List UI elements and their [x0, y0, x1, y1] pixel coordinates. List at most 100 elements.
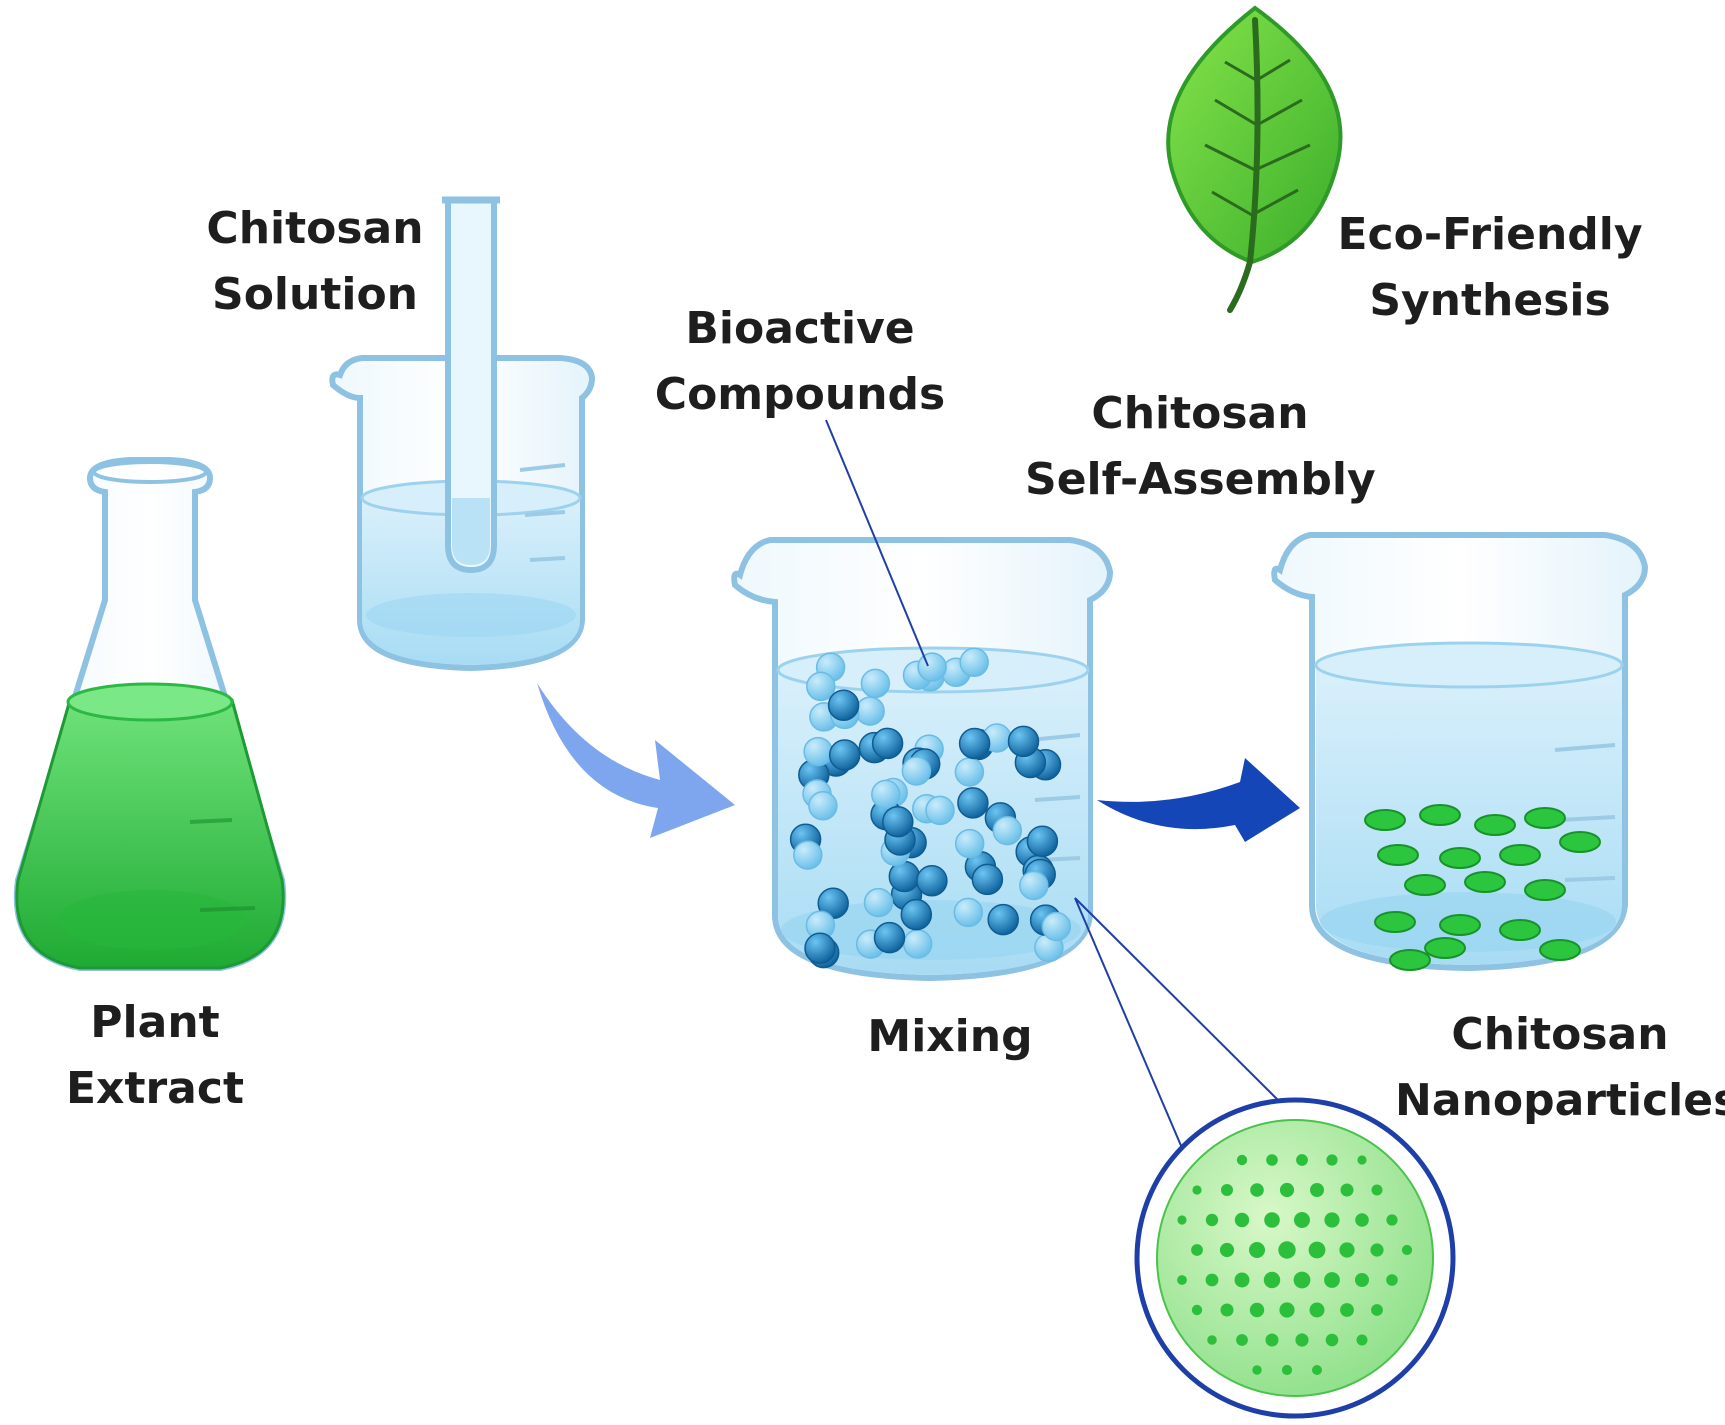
label-eco-friendly-synthesis: Eco-Friendly Synthesis: [1337, 209, 1643, 326]
sphere-surface-dot: [1221, 1184, 1233, 1196]
sphere-surface-dot: [1236, 1154, 1248, 1166]
compound-particle: [957, 787, 989, 819]
label-bioactive-compounds: Bioactive Compounds: [654, 303, 946, 420]
sphere-surface-dot: [1249, 1242, 1265, 1258]
label-chitosan-nanoparticles: Chitosan Nanoparticles: [1395, 1009, 1725, 1126]
nanoparticle-dot: [1559, 831, 1601, 853]
zoom-line: [1074, 897, 1186, 1156]
compound-particle: [958, 727, 991, 760]
sphere-surface-dot: [1236, 1334, 1248, 1346]
nanoparticle-dot: [1439, 914, 1481, 936]
sphere-surface-dot: [1386, 1274, 1398, 1286]
compound-particle: [900, 898, 933, 931]
compound-particle: [860, 668, 891, 699]
nanoparticle-dot: [1374, 911, 1416, 933]
sphere-surface-dot: [1234, 1212, 1250, 1228]
sphere-surface-dot: [1293, 1271, 1311, 1289]
sphere-surface-dot: [1205, 1273, 1219, 1287]
compound-particle: [901, 756, 932, 786]
nanoparticle-dot: [1464, 871, 1506, 893]
label-plant-extract: Plant Extract: [66, 997, 244, 1114]
sphere-surface-dot: [1266, 1154, 1278, 1166]
sphere-surface-dot: [1279, 1182, 1295, 1198]
compound-particle: [873, 921, 906, 954]
compound-particle: [1041, 911, 1072, 942]
sphere-surface-dot: [1249, 1302, 1265, 1318]
compound-particle: [925, 795, 955, 826]
zoom-line: [1074, 897, 1291, 1113]
sphere-surface-dot: [1326, 1154, 1338, 1166]
sphere-surface-dot: [1357, 1155, 1367, 1165]
nanoparticle-dot: [1389, 949, 1431, 971]
sphere-surface-dot: [1177, 1215, 1187, 1225]
nanoparticle-dot: [1419, 804, 1461, 826]
sphere-surface-dot: [1308, 1241, 1326, 1259]
sphere-surface-dot: [1324, 1272, 1340, 1288]
sphere-surface-dot: [1234, 1272, 1250, 1288]
sphere-surface-dot: [1312, 1365, 1322, 1375]
nanoparticle-dot: [1539, 939, 1581, 961]
nanoparticle-dot: [1499, 844, 1541, 866]
sphere-surface-dot: [1278, 1241, 1296, 1259]
flask-icon: [13, 457, 287, 971]
sphere-surface-dot: [1310, 1183, 1324, 1197]
sphere-surface-dot: [1309, 1302, 1325, 1318]
sphere-surface-dot: [1207, 1335, 1217, 1345]
nanoparticle-dot: [1439, 847, 1481, 869]
compound-particle: [971, 863, 1004, 896]
sphere-surface-dot: [1191, 1244, 1203, 1256]
sphere-surface-dot: [1401, 1244, 1413, 1256]
compound-particle: [803, 736, 833, 767]
nanoparticle-dot: [1499, 919, 1541, 941]
compound-particle: [827, 689, 860, 721]
nanoparticle-dot: [1524, 879, 1566, 901]
compound-particle: [954, 757, 985, 787]
sphere-surface-dot: [1355, 1273, 1369, 1287]
sphere-surface-dot: [1355, 1213, 1369, 1227]
sphere-surface-dot: [1324, 1212, 1340, 1228]
sphere-surface-dot: [1192, 1185, 1202, 1195]
arrow-icon: [1097, 758, 1300, 842]
sphere-surface-dot: [1250, 1183, 1264, 1197]
sphere-surface-dot: [1371, 1184, 1383, 1196]
sphere-surface-dot: [1296, 1154, 1308, 1166]
sphere-surface-dot: [1294, 1212, 1310, 1228]
nanoparticle-dot: [1377, 844, 1419, 866]
sphere-surface-dot: [1265, 1333, 1279, 1347]
chitosan-nanoparticle-dots: [1364, 804, 1601, 971]
label-mixing: Mixing: [867, 1011, 1033, 1062]
nanoparticle-dot: [1474, 814, 1516, 836]
compound-particle: [917, 652, 947, 682]
sphere-surface-dot: [1356, 1334, 1368, 1346]
sphere-surface-dot: [1263, 1271, 1281, 1289]
compound-particle: [871, 727, 904, 760]
compound-particle: [804, 932, 836, 964]
compound-particle: [987, 903, 1019, 936]
compound-particle: [808, 791, 838, 821]
sphere-surface-dot: [1279, 1302, 1295, 1318]
sphere-surface-dot: [1281, 1364, 1293, 1376]
label-chitosan-solution: Chitosan Solution: [206, 203, 424, 320]
label-chitosan-self-assembly: Chitosan Self-Assembly: [1025, 388, 1376, 505]
nanoparticle-dot: [1404, 874, 1446, 896]
sphere-surface-dot: [1219, 1242, 1235, 1258]
sphere-surface-dot: [1339, 1242, 1355, 1258]
nanoparticle-sphere-icon: [1134, 1097, 1456, 1419]
compound-particle: [959, 647, 989, 678]
sphere-surface-dot: [1386, 1214, 1398, 1226]
sphere-surface-dot: [1370, 1243, 1384, 1257]
sphere-surface-dot: [1295, 1333, 1309, 1347]
nanoparticle-dot: [1424, 937, 1466, 959]
compound-particle: [902, 929, 933, 959]
sphere-surface-dot: [1220, 1303, 1234, 1317]
sphere-surface-dot: [1340, 1303, 1354, 1317]
arrow-icon: [537, 683, 735, 838]
compound-particle: [828, 739, 861, 771]
beaker-icon: [1271, 532, 1649, 972]
sphere-surface-dot: [1371, 1304, 1383, 1316]
compound-particle: [793, 840, 823, 870]
compound-particle: [871, 779, 901, 810]
bioactive-compound-particles: [789, 647, 1072, 969]
